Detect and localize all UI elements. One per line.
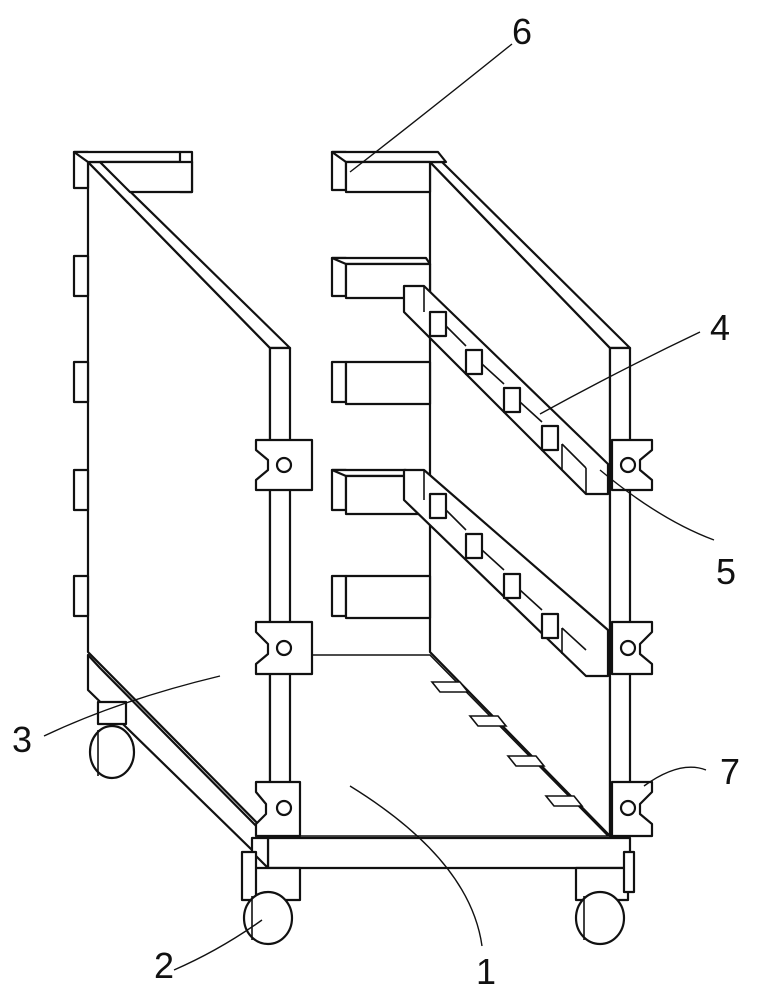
callout-3: 3: [12, 719, 32, 760]
leader-5: [599, 469, 715, 541]
clamp-rail-upper: [402, 284, 610, 496]
wheel-back-left: [88, 700, 136, 780]
callout-labels: 6 4 5 3 7 2 1: [12, 11, 740, 992]
left-side-panel: [72, 150, 292, 838]
callout-4: 4: [710, 307, 730, 348]
clip-right-top: [610, 438, 654, 492]
callout-7: 7: [720, 751, 740, 792]
floor-slots: [430, 681, 584, 807]
clamp-rail-lower: [402, 468, 610, 678]
clip-left-bottom: [254, 780, 302, 838]
shelf-arm-5: [330, 574, 432, 620]
clip-right-bottom: [610, 780, 654, 838]
shelf-arm-3: [330, 360, 432, 406]
wheel-front-left: [240, 850, 302, 946]
leader-lines: [43, 43, 715, 971]
clip-right-mid: [610, 620, 654, 676]
right-side-panel: [428, 160, 632, 838]
callout-6: 6: [512, 11, 532, 52]
clip-left-top: [254, 438, 314, 492]
leader-3: [43, 675, 221, 737]
leader-6: [349, 43, 513, 173]
leader-2: [173, 919, 263, 971]
wheel-front-right: [574, 850, 636, 946]
callout-1: 1: [476, 951, 496, 992]
leader-1: [349, 785, 483, 947]
clip-left-mid: [254, 620, 314, 676]
callout-5: 5: [716, 551, 736, 592]
callout-2: 2: [154, 945, 174, 986]
base-frame: [86, 653, 632, 870]
shelf-arm-1: [330, 150, 448, 194]
leader-4: [539, 331, 701, 415]
connector-clips: [254, 438, 654, 838]
leader-7: [643, 766, 707, 787]
